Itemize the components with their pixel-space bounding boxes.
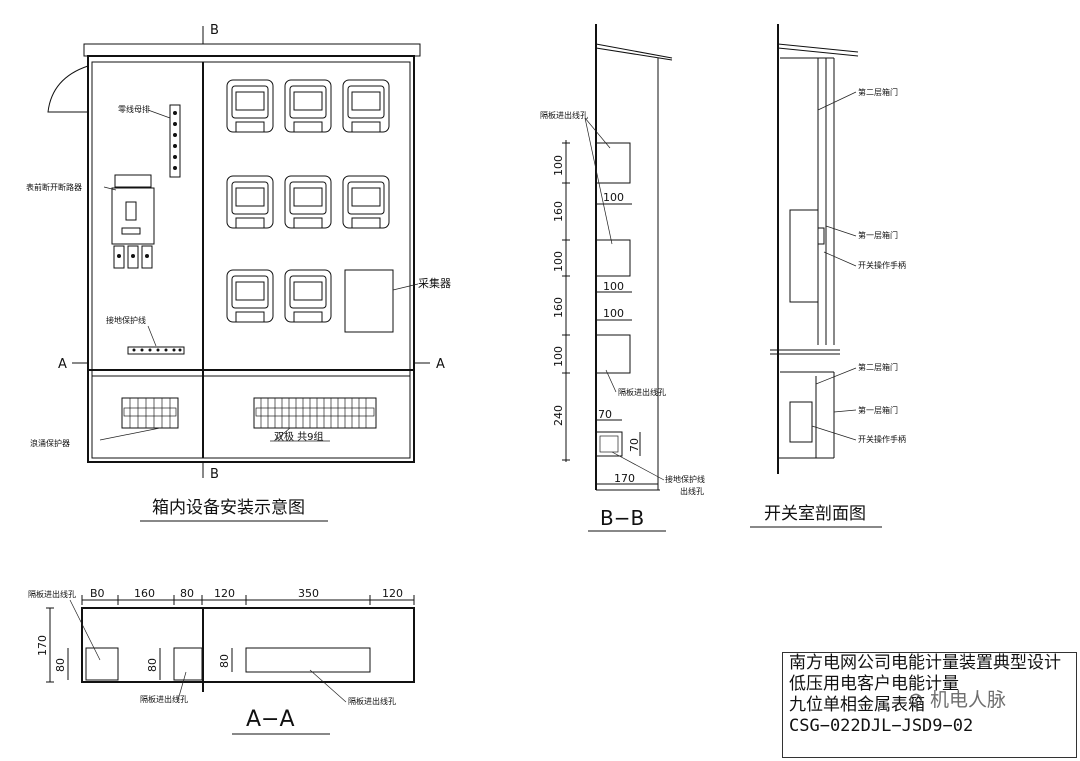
dim-aa-80v1: 80 [54,658,67,672]
title-block-line1: 南方电网公司电能计量装置典型设计 [789,653,1061,673]
dim-bb-170: 170 [614,472,635,485]
ground-bar [127,346,185,355]
dim-bb-100b: 100 [552,251,565,272]
switch-device [789,209,819,303]
main-breaker [111,174,155,269]
collector-label: 采集器 [418,276,451,290]
neutral-bar [169,104,181,178]
watermark: ⊙ 机电人脉 [908,685,1006,712]
dim-bb-100h2: 100 [603,280,624,293]
bb-ground-hole-1: 接地保护线 [665,474,705,484]
watermark-text: 机电人脉 [929,689,1006,711]
title-block: 南方电网公司电能计量装置典型设计 低压用电客户电能计量 九位单相金属表箱 CSG… [782,652,1077,758]
neutral-bar-label: 零线母排 [118,104,150,114]
title-bb: B−B [600,506,644,530]
dim-aa-160: 160 [134,587,155,600]
title-installation: 箱内设备安装示意图 [152,498,305,518]
bb-partition-hole-top: 隔板进出线孔 [540,110,588,120]
section-a-right: A [436,357,445,372]
dim-bb-100h3: 100 [603,307,624,320]
dim-aa-350: 350 [298,587,319,600]
section-bb-view: 100 160 100 160 100 240 100 100 100 70 7… [540,24,705,532]
sw-door2-bottom: 第二层箱门 [858,362,898,372]
title-aa: A−A [246,707,295,732]
bb-ground-hole-2: 出线孔 [680,486,704,496]
surge-label: 浪涌保护器 [30,438,70,448]
switch-room-section: 第二层箱门 第一层箱门 开关操作手柄 第二层箱门 第一层箱门 开关操作手柄 开关… [750,24,906,528]
dim-bb-70v: 70 [628,438,641,452]
title-block-line4: CSG−022DJL−JSD9−02 [789,716,974,736]
dim-bb-160b: 160 [552,297,565,318]
watermark-icon: ⊙ [908,689,930,711]
dim-bb-240: 240 [552,405,565,426]
section-a-left: A [58,357,67,372]
dim-aa-80v2: 80 [146,658,159,672]
ground-line-label: 接地保护线 [106,315,146,325]
double-pole-breakers [253,397,377,429]
dim-bb-100c: 100 [552,346,565,367]
sw-door2-top: 第二层箱门 [858,87,898,97]
title-block-line3: 九位单相金属表箱 [789,695,925,715]
dim-aa-120a: 120 [214,587,235,600]
sw-handle-bottom: 开关操作手柄 [858,434,906,444]
dim-aa-170: 170 [36,635,49,656]
section-b-top: B [210,23,219,38]
dim-bb-70h: 70 [598,408,612,421]
collector-box [344,269,394,333]
aa-hole-mid: 隔板进出线孔 [140,694,188,704]
bb-partition-hole-bottom: 隔板进出线孔 [618,387,666,397]
meter-array [226,79,390,323]
title-switch-room: 开关室剖面图 [764,504,866,524]
sw-door1-top: 第一层箱门 [858,230,898,240]
sw-door1-bottom: 第一层箱门 [858,405,898,415]
dim-bb-100a: 100 [552,155,565,176]
double-pole-label: 双极 共9组 [274,430,324,443]
dim-aa-80v3: 80 [218,654,231,668]
sw-handle-top: 开关操作手柄 [858,260,906,270]
aa-hole-right: 隔板进出线孔 [348,696,396,706]
dim-bb-100h1: 100 [603,191,624,204]
surge-protector [121,397,179,429]
breaker-label: 表前断开断路器 [26,182,82,192]
aa-hole-left: 隔板进出线孔 [28,589,76,599]
dim-aa-80: 80 [180,587,194,600]
title-block-line2: 低压用电客户电能计量 [789,674,959,694]
dim-aa-120b: 120 [382,587,403,600]
section-aa-view: B0 160 80 120 350 120 170 80 80 80 隔板进出线… [28,587,415,735]
box-installation-view: B B A A 零线母排 表前断开断路器 接地保护线 [26,23,451,522]
dim-bb-160a: 160 [552,201,565,222]
dim-aa-b0: B0 [90,587,105,600]
section-b-bottom: B [210,467,219,482]
